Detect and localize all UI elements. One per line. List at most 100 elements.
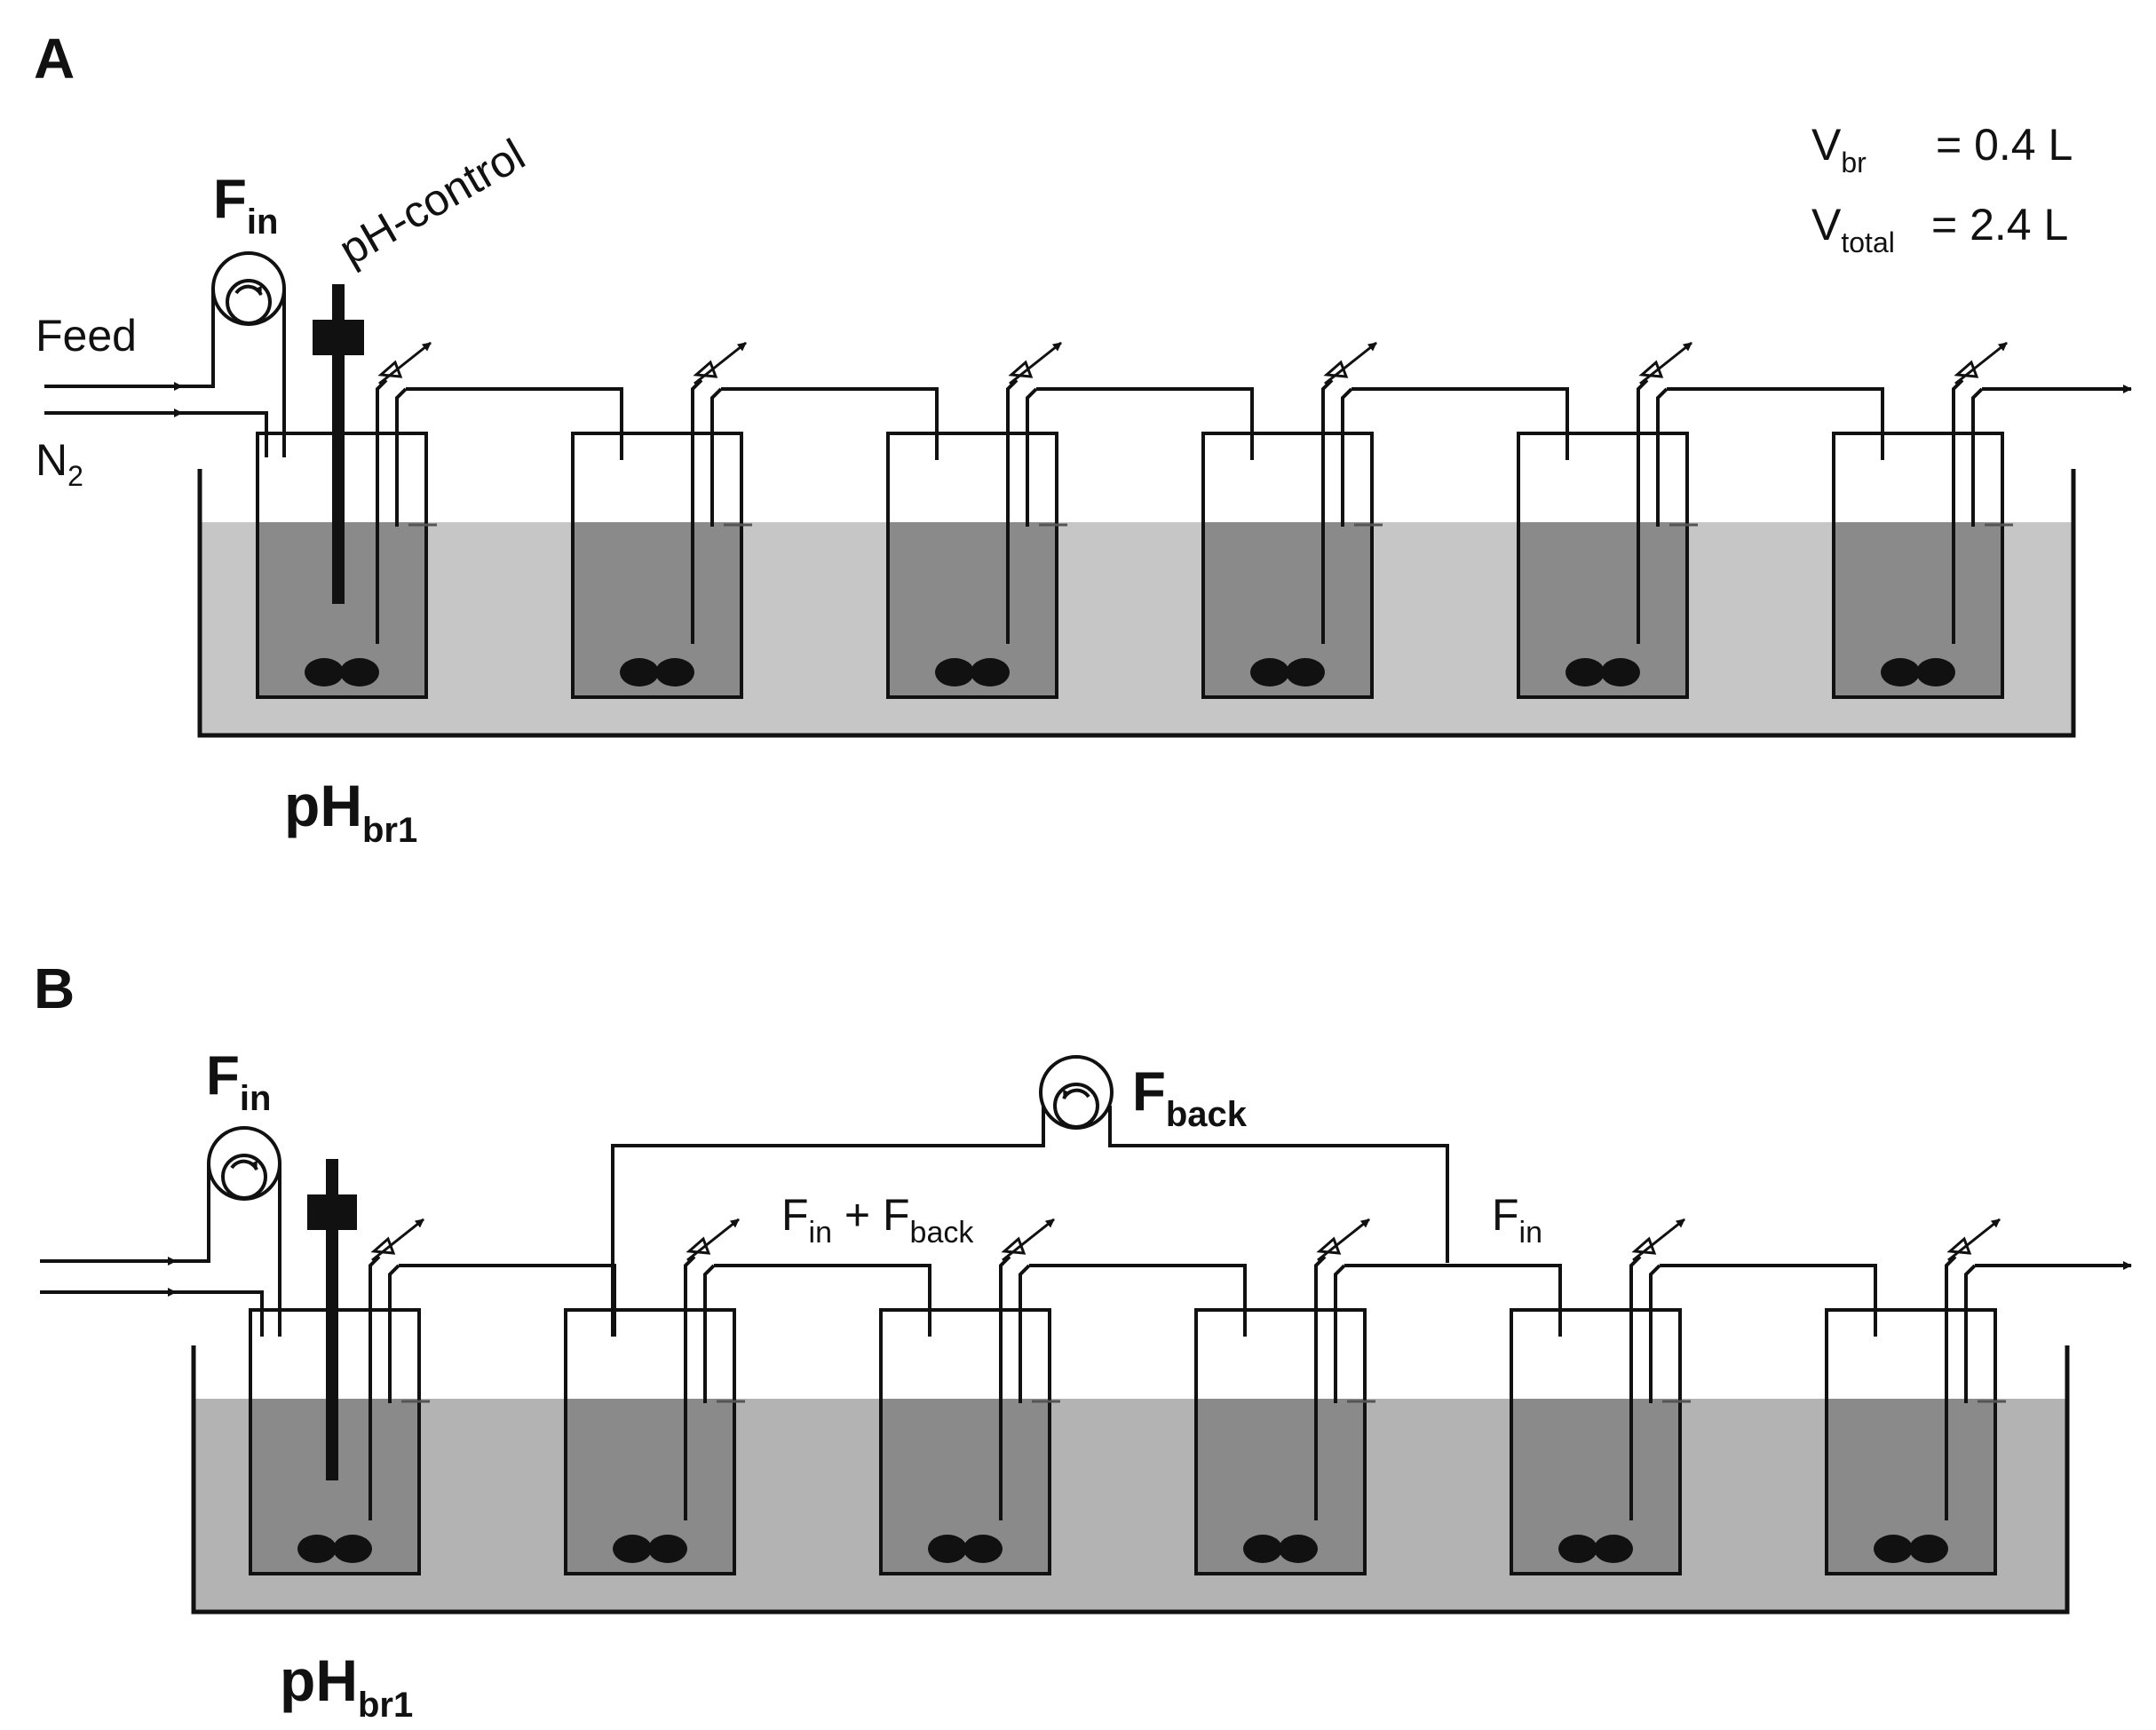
reactor-5 — [1510, 1218, 1691, 1575]
fin-pump-a — [211, 251, 286, 326]
gas-vent — [1964, 1264, 1977, 1403]
gas-vent — [395, 387, 408, 527]
dip-tube — [1006, 378, 1019, 644]
stirrer-icon — [935, 658, 974, 686]
stirrer-icon — [297, 1535, 337, 1563]
transfer-line — [1667, 387, 1884, 407]
dip-tube — [999, 1255, 1011, 1520]
water-bath-a — [197, 469, 2076, 738]
ph-probe-b — [307, 1159, 357, 1480]
valve-arrow — [1639, 341, 1692, 385]
gas-vent — [1026, 387, 1038, 527]
reactor-4 — [1194, 1218, 1375, 1575]
reactor-vessel — [1517, 432, 1689, 699]
reactor-4 — [1201, 341, 1383, 699]
stirrer-icon — [1909, 1535, 1948, 1563]
fin-label-a: Fin — [213, 169, 278, 242]
transfer-lines — [399, 1261, 2132, 1283]
stirrer-icon — [340, 658, 379, 686]
reactor-row-a — [256, 341, 2132, 699]
reactor-2 — [564, 1218, 745, 1575]
reactor-6 — [1832, 341, 2013, 699]
valve-arrow — [1317, 1218, 1370, 1262]
stirrer-icon — [928, 1535, 967, 1563]
stirrer-icon — [1243, 1535, 1282, 1563]
reactor-vessel — [1825, 1308, 1997, 1575]
valve-arrow — [1954, 341, 2008, 385]
dip-tube — [691, 378, 703, 644]
dip-tube — [1314, 1255, 1327, 1520]
stirrer-icon — [1279, 1535, 1318, 1563]
transfer-lines — [406, 385, 2132, 407]
vtotal-label: Vtotal — [1811, 200, 1895, 258]
dip-tube — [376, 378, 388, 644]
reactor-vessel — [1832, 432, 2004, 699]
valve-arrow — [1632, 1218, 1685, 1262]
valve-arrow — [1324, 341, 1377, 385]
stirrer-icon — [1594, 1535, 1633, 1563]
panel-a-letter: A — [34, 27, 75, 91]
water-bath-b — [191, 1345, 2070, 1615]
gas-vent — [1971, 387, 1984, 527]
panel-a: A Fin pH-control Feed N2 Vbr = 0.4 L — [34, 27, 2132, 850]
dip-tube — [1945, 1255, 1957, 1520]
transfer-line — [1036, 387, 1254, 407]
inlet-lines-a — [44, 289, 286, 457]
valve-arrow — [371, 1218, 424, 1262]
fback-label: Fback — [1132, 1061, 1248, 1134]
dip-tube — [1321, 378, 1334, 644]
reactor-vessel — [571, 432, 743, 699]
inlet-lines-b — [40, 1163, 281, 1337]
stirrer-icon — [963, 1535, 1003, 1563]
stirrer-icon — [1250, 658, 1289, 686]
reactor-vessel — [1194, 1308, 1367, 1575]
stirrer-icon — [655, 658, 694, 686]
vbr-value: = 0.4 L — [1936, 120, 2073, 170]
stirrer-icon — [620, 658, 659, 686]
stirrer-icon — [1565, 658, 1605, 686]
vtotal-value: = 2.4 L — [1931, 200, 2068, 250]
valve-arrow — [1009, 341, 1062, 385]
recirculation-loop — [611, 1106, 1449, 1337]
transfer-line — [399, 1264, 616, 1283]
bath-water — [194, 1399, 2067, 1612]
fin-label-b: Fin — [206, 1045, 271, 1118]
dip-tube — [684, 1255, 696, 1520]
n2-label: N2 — [36, 435, 83, 492]
gas-vent — [1341, 387, 1353, 527]
valve-arrow — [1002, 1218, 1055, 1262]
dip-tube — [369, 1255, 381, 1520]
bath-outline — [191, 1345, 2070, 1615]
stirrer-icon — [1874, 1535, 1913, 1563]
stirrer-icon — [333, 1535, 372, 1563]
gas-vent — [703, 1264, 716, 1403]
ph-br1-label-b: pHbr1 — [280, 1647, 413, 1725]
ph-probe-a — [313, 284, 364, 604]
panel-b: B Fin Fback F — [34, 956, 2132, 1725]
reactor-vessel — [879, 1308, 1051, 1575]
stirrer-icon — [305, 658, 344, 686]
reactor-vessel — [564, 1308, 736, 1575]
transfer-line — [1344, 1264, 1562, 1283]
gas-vent — [1656, 387, 1669, 527]
stirrer-icon — [1558, 1535, 1597, 1563]
valve-arrow — [686, 1218, 740, 1262]
stirrer-icon — [1916, 658, 1955, 686]
dip-tube — [1952, 378, 1964, 644]
stirrer-icon — [648, 1535, 687, 1563]
reactor-6 — [1825, 1218, 2006, 1575]
fin-pump-b — [207, 1126, 281, 1201]
reactor-3 — [886, 341, 1067, 699]
transfer-line — [1660, 1264, 1877, 1283]
stirrer-icon — [1286, 658, 1325, 686]
gas-vent — [388, 1264, 400, 1403]
panel-b-letter: B — [34, 956, 75, 1020]
reactor-vessel — [886, 432, 1058, 699]
gas-vent — [1019, 1264, 1031, 1403]
fin-plus-fback-label: Fin + Fback — [781, 1190, 974, 1250]
gas-vent — [710, 387, 723, 527]
valve-arrow — [694, 341, 747, 385]
stirrer-icon — [1601, 658, 1640, 686]
fback-pump — [1039, 1055, 1114, 1130]
reactor-vessel — [1201, 432, 1374, 699]
